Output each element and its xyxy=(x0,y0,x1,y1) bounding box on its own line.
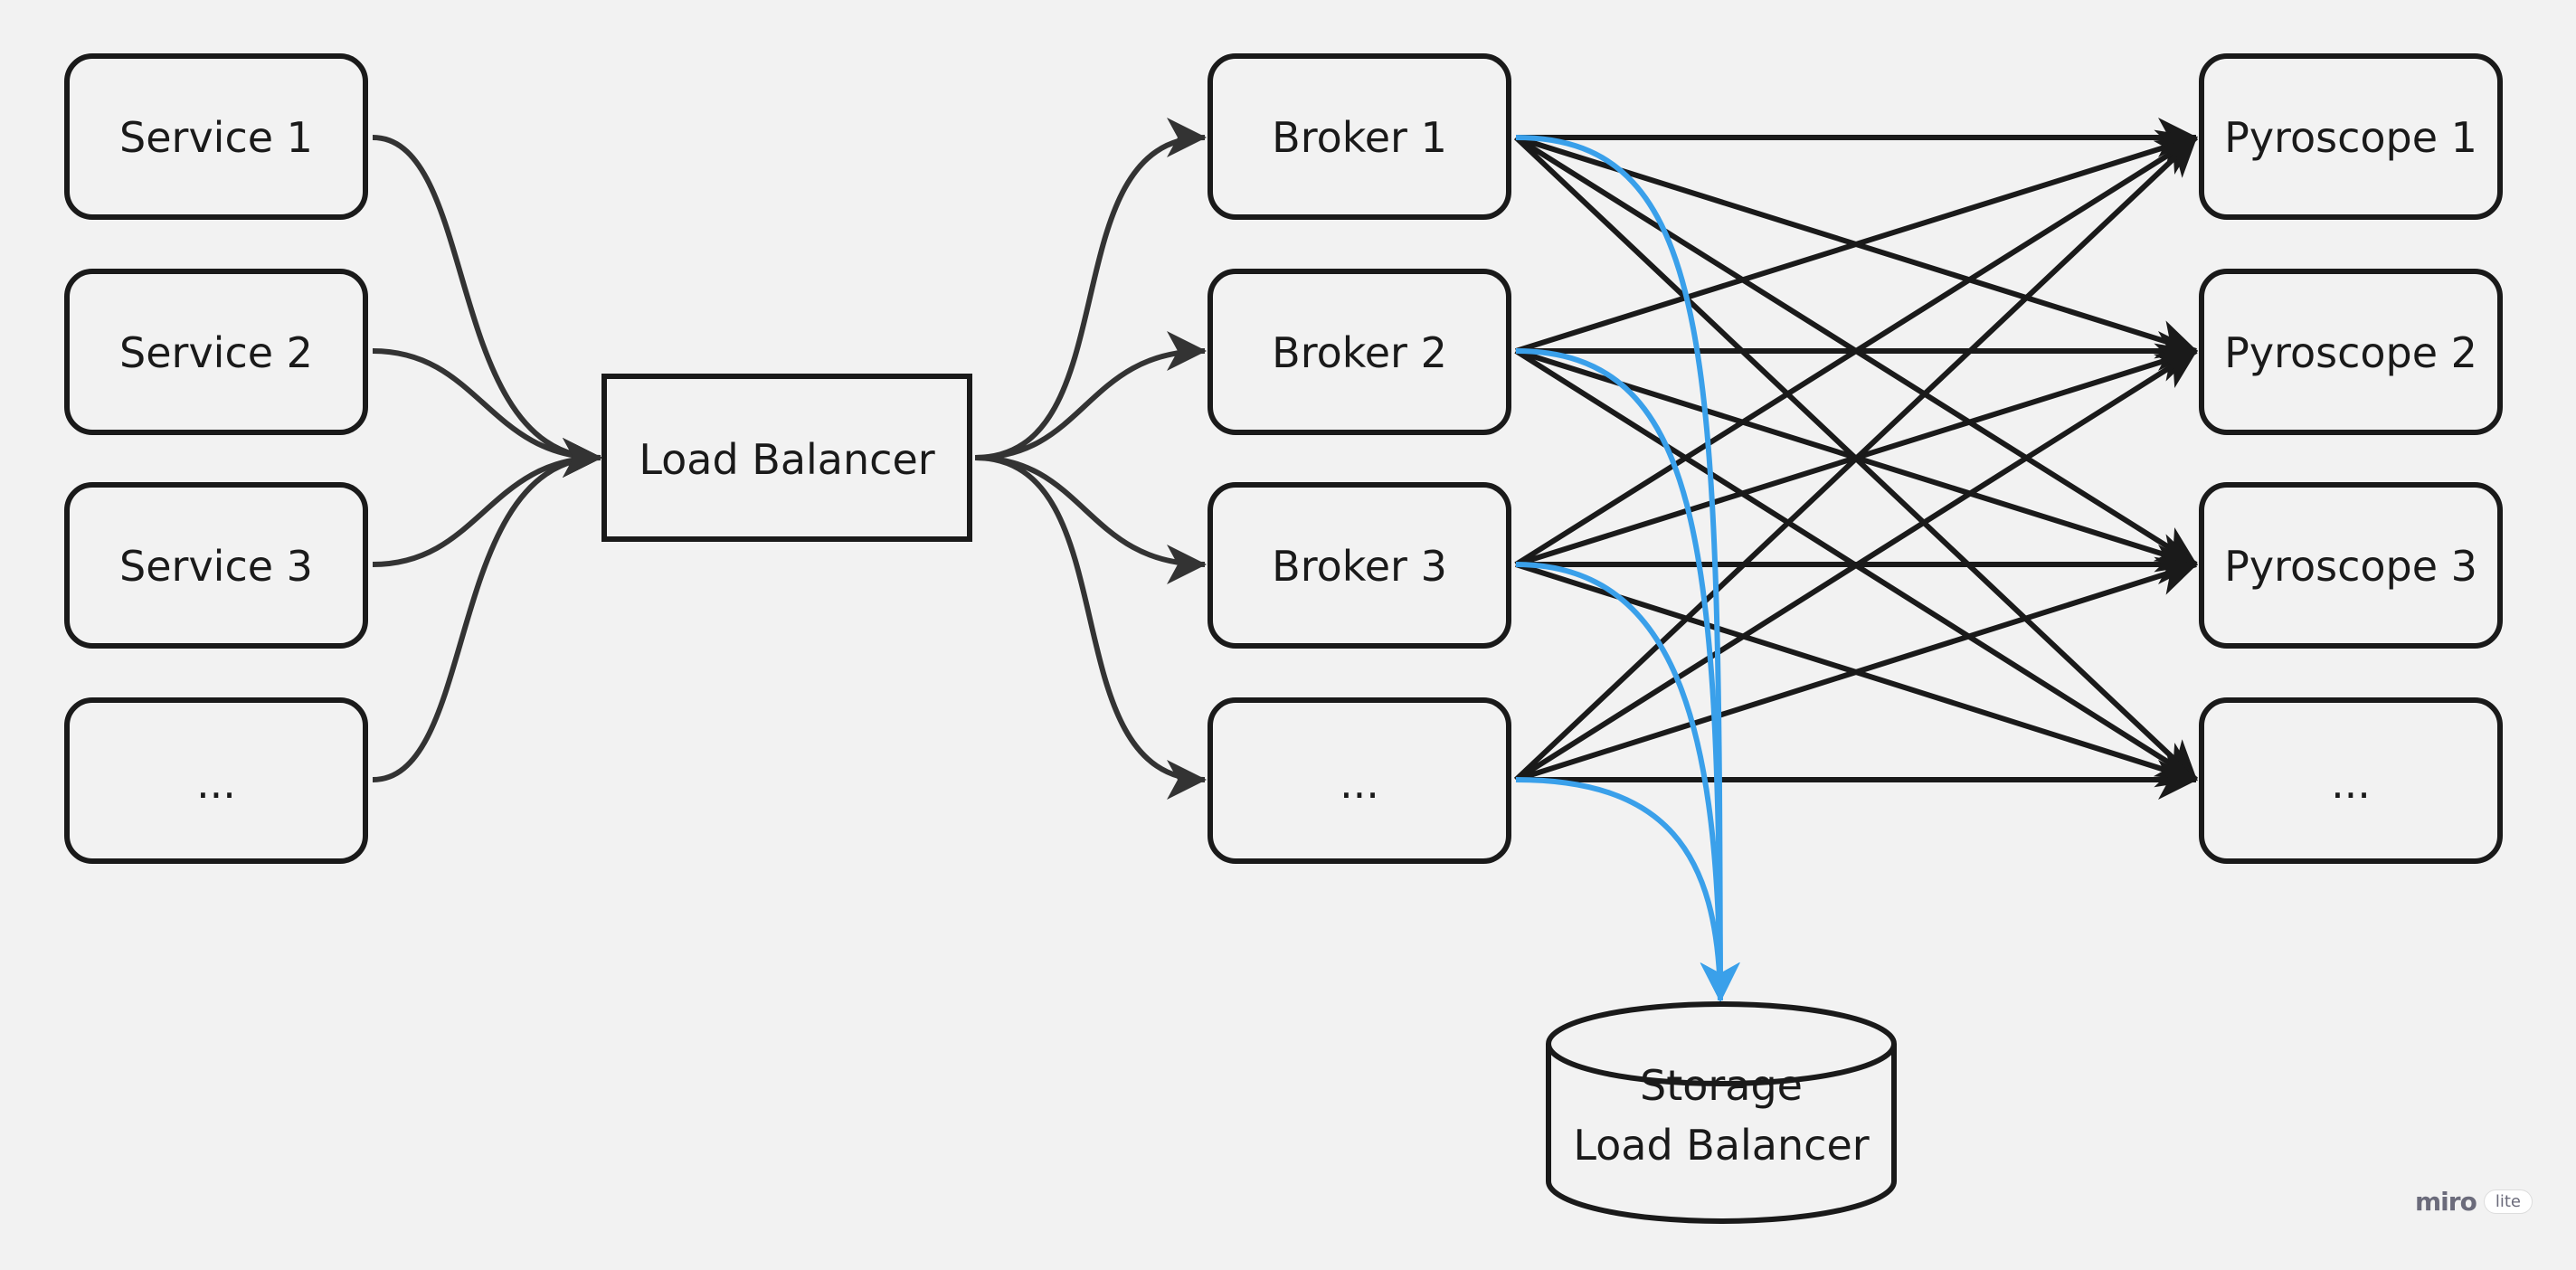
service-label: Service 3 xyxy=(119,542,313,591)
edge-broker-4-to-pyroscope-2 xyxy=(1514,348,2198,782)
service-node[interactable]: Service 3 xyxy=(64,482,368,649)
broker-node[interactable]: Broker 1 xyxy=(1208,53,1511,220)
lb-edges xyxy=(974,118,1207,800)
service-node[interactable]: ... xyxy=(64,697,368,864)
storage-node[interactable]: Storage Load Balancer xyxy=(1546,1001,1897,1224)
broker-label: Broker 3 xyxy=(1272,542,1447,591)
lite-badge: lite xyxy=(2483,1189,2533,1214)
edge-broker-2-to-pyroscope-1 xyxy=(1515,129,2198,354)
pyroscope-label: Pyroscope 2 xyxy=(2224,328,2477,377)
edge-broker-3-to-storage xyxy=(1515,562,1740,1002)
service-node[interactable]: Service 2 xyxy=(64,269,368,435)
broker-label: ... xyxy=(1340,759,1379,808)
storage-cylinder-body xyxy=(1546,1044,1897,1224)
service-label: Service 1 xyxy=(119,113,313,162)
edge-lb-to-broker-1 xyxy=(974,118,1207,460)
pyroscope-node[interactable]: Pyroscope 2 xyxy=(2199,269,2503,435)
pyroscope-node[interactable]: ... xyxy=(2199,697,2503,864)
service-label: ... xyxy=(196,759,236,808)
broker-label: Broker 2 xyxy=(1272,328,1447,377)
pyroscope-nodes: Pyroscope 1 Pyroscope 2 Pyroscope 3 ... xyxy=(2199,53,2503,864)
edge-service-2-to-lb xyxy=(372,348,602,478)
miro-logo: miro xyxy=(2415,1186,2477,1217)
broker-node[interactable]: Broker 2 xyxy=(1208,269,1511,435)
broker-node[interactable]: ... xyxy=(1208,697,1511,864)
edge-broker-1-to-storage xyxy=(1515,135,1740,1002)
storage-label-line-2: Load Balancer xyxy=(1573,1121,1869,1170)
edge-broker-4-to-pyroscope-3 xyxy=(1515,556,2198,782)
edge-broker-2-to-storage xyxy=(1515,348,1740,1002)
storage-cylinder-top xyxy=(1546,1001,1897,1086)
service-nodes: Service 1 Service 2 Service 3 ... xyxy=(64,53,368,864)
miro-watermark: miro lite xyxy=(2415,1185,2533,1218)
service-node[interactable]: Service 1 xyxy=(64,53,368,220)
service-edges xyxy=(372,135,602,782)
edge-broker-4-to-pyroscope-1 xyxy=(1513,135,2199,782)
edge-lb-to-broker-2 xyxy=(974,331,1207,460)
pyroscope-label: ... xyxy=(2331,759,2371,808)
broker-nodes: Broker 1 Broker 2 Broker 3 ... xyxy=(1208,53,1511,864)
pyroscope-node[interactable]: Pyroscope 1 xyxy=(2199,53,2503,220)
pyroscope-label: Pyroscope 3 xyxy=(2224,542,2477,591)
edge-lb-to-broker-3 xyxy=(974,455,1207,584)
storage-edges xyxy=(1515,135,1740,1002)
edge-lb-to-broker-4 xyxy=(974,455,1207,800)
service-label: Service 2 xyxy=(119,328,313,377)
storage-label-line-1: Storage xyxy=(1640,1061,1803,1110)
edge-service-1-to-lb xyxy=(372,135,602,478)
load-balancer-label: Load Balancer xyxy=(639,435,934,484)
edge-broker-4-to-storage xyxy=(1515,777,1740,1002)
load-balancer-node[interactable]: Load Balancer xyxy=(601,374,972,542)
edge-service-3-to-lb xyxy=(372,438,602,567)
pyroscope-label: Pyroscope 1 xyxy=(2224,113,2477,162)
broker-label: Broker 1 xyxy=(1272,113,1447,162)
edge-service-4-to-lb xyxy=(372,438,602,782)
broker-node[interactable]: Broker 3 xyxy=(1208,482,1511,649)
pyroscope-node[interactable]: Pyroscope 3 xyxy=(2199,482,2503,649)
edge-broker-3-to-pyroscope-1 xyxy=(1514,135,2198,567)
broker-pyroscope-mesh xyxy=(1513,118,2199,800)
